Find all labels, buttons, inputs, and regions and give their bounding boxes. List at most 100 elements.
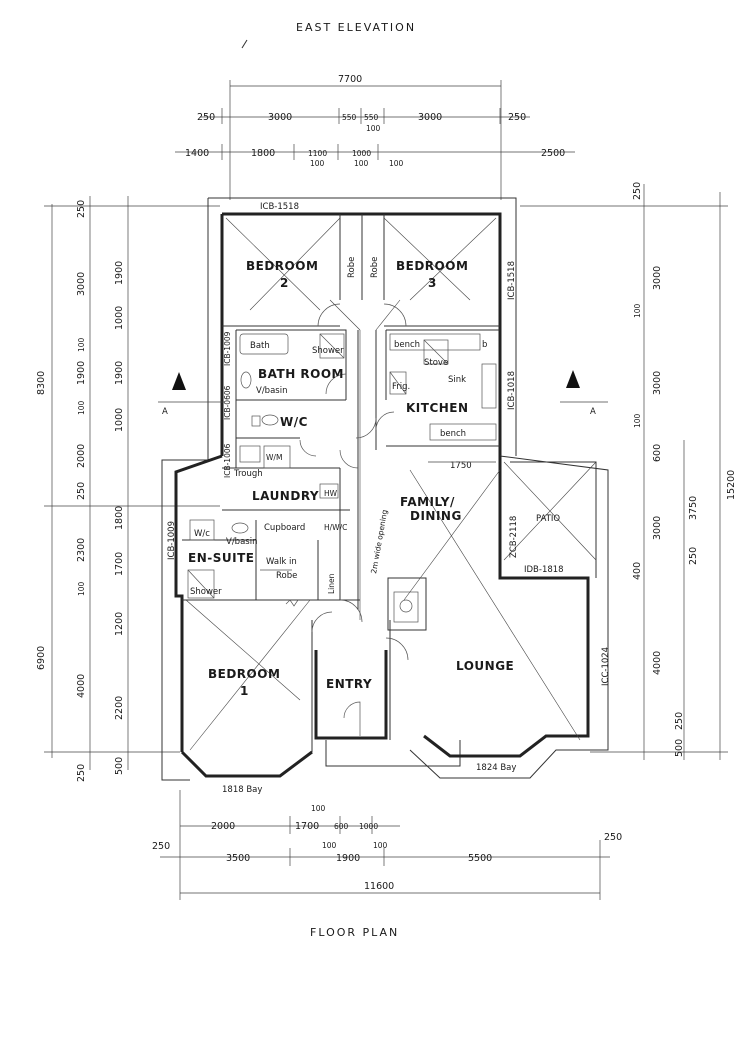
dim-left-o8: 2300 xyxy=(76,538,87,562)
window-idb1818: IDB-1818 xyxy=(524,565,564,575)
dim-right-o3: 100 xyxy=(633,303,642,318)
fixture-linen: Linen xyxy=(327,573,336,594)
fixture-vbasin-ensuite: V/basin xyxy=(226,537,257,547)
fixture-vbasin-bath: V/basin xyxy=(256,386,287,396)
east-elevation-title: EAST ELEVATION xyxy=(296,21,416,34)
window-icb1009-ensuite: ICB-1009 xyxy=(167,521,177,560)
dim-left-o7: 250 xyxy=(76,482,87,500)
fixture-walkin-2: Robe xyxy=(276,571,297,581)
right-dimensions: 15200 250 3000 100 3000 100 600 3000 400… xyxy=(520,182,737,760)
fixture-hw: HW xyxy=(324,489,338,498)
dim-top-r2-f: 100 xyxy=(354,159,369,168)
dim-right-i2: 250 xyxy=(688,547,699,565)
dim-left-i4: 1000 xyxy=(114,408,125,432)
fixture-trough: Trough xyxy=(233,469,263,479)
dim-bottom-r2-e: 250 xyxy=(604,832,622,843)
window-icc1024: ICC-1024 xyxy=(601,647,611,686)
window-icb1518-top: ICB-1518 xyxy=(260,202,299,212)
fixture-wm: W/M xyxy=(266,453,282,462)
dim-left-o3: 100 xyxy=(77,337,86,352)
dim-top-r2-b: 1800 xyxy=(251,148,275,159)
room-wc-label: W/C xyxy=(280,415,308,429)
fixture-cupboard: Cupboard xyxy=(264,523,305,533)
room-entry-label: ENTRY xyxy=(326,677,372,691)
dim-left-o4: 1900 xyxy=(76,361,87,385)
dim-left-o9: 100 xyxy=(77,581,86,596)
fixture-b: b xyxy=(482,340,487,350)
dim-left-overall-lower: 6900 xyxy=(36,646,47,670)
room-laundry-label: LAUNDRY xyxy=(252,489,319,503)
dim-bottom-r1-a: 2000 xyxy=(211,821,235,832)
dim-left-o10: 4000 xyxy=(76,674,87,698)
dim-bottom-overall: 11600 xyxy=(364,881,394,892)
room-kitchen-label: KITCHEN xyxy=(406,401,469,415)
dim-right-o6: 600 xyxy=(652,444,663,462)
dim-bottom-r2-sub-b: 100 xyxy=(373,841,388,850)
fixture-frig: Frig. xyxy=(392,382,410,392)
dim-left-i7: 1200 xyxy=(114,612,125,636)
internal-walls xyxy=(182,214,500,752)
section-label-left: A xyxy=(162,407,168,417)
dim-left-o1: 250 xyxy=(76,200,87,218)
dim-top-r2-g: 100 xyxy=(389,159,404,168)
dim-left-i3: 1900 xyxy=(114,361,125,385)
fixture-sink: Sink xyxy=(448,375,466,385)
door-swings xyxy=(299,303,409,736)
dim-right-o8: 400 xyxy=(632,562,643,580)
dim-left-o6: 2000 xyxy=(76,444,87,468)
roof-hip-lines xyxy=(185,217,597,751)
dim-bottom-r2-a: 250 xyxy=(152,841,170,852)
dim-top-r1-e: 3000 xyxy=(418,112,442,123)
room-bathroom-label: BATH ROOM xyxy=(258,367,344,381)
room-family-label: FAMILY/ xyxy=(400,495,455,509)
dim-left-i9: 500 xyxy=(114,757,125,775)
dim-left-o11: 250 xyxy=(76,764,87,782)
section-marker-left: A xyxy=(158,372,224,417)
window-bay1818: 1818 Bay xyxy=(222,785,262,795)
fixture-hwc: H/W/C xyxy=(324,523,347,532)
dim-left-i5: 1800 xyxy=(114,506,125,530)
dim-right-o11: 500 xyxy=(674,739,685,757)
room-bedroom1-label: BEDROOM xyxy=(208,667,280,681)
fixture-outlines xyxy=(187,333,497,607)
dim-right-o2: 3000 xyxy=(652,266,663,290)
dim-right-o1: 250 xyxy=(632,182,643,200)
dim-left-overall-upper: 8300 xyxy=(36,371,47,395)
room-bedroom1-number: 1 xyxy=(240,684,249,698)
dim-bottom-r1-sub: 100 xyxy=(311,804,326,813)
dim-left-i2: 1000 xyxy=(114,306,125,330)
dim-top-r1-b: 3000 xyxy=(268,112,292,123)
dim-top-r2-d: 1000 xyxy=(352,149,371,158)
dim-right-o5: 100 xyxy=(633,413,642,428)
top-dimensions: 7700 250 3000 550 550 3000 250 100 1400 … xyxy=(175,74,575,200)
room-bedroom2-label: BEDROOM xyxy=(246,259,318,273)
fixture-stove: Stove xyxy=(424,358,448,368)
section-label-right: A xyxy=(590,407,596,417)
dim-top-r1-a: 250 xyxy=(197,112,215,123)
dim-left-o5: 100 xyxy=(77,400,86,415)
dim-bottom-r2-sub-a: 100 xyxy=(322,841,337,850)
dim-top-r1-d: 550 xyxy=(364,113,379,122)
fixture-opening: 2m wide opening xyxy=(369,509,389,575)
dim-top-patio: 2500 xyxy=(541,148,565,159)
fixture-bench-top: bench xyxy=(394,340,420,350)
room-dining-label: DINING xyxy=(410,509,462,523)
dim-right-o9: 4000 xyxy=(652,651,663,675)
window-bay1824: 1824 Bay xyxy=(476,763,516,773)
fixture-shower-bath: Shower xyxy=(312,346,344,356)
dim-bottom-r1-c: 600 xyxy=(334,822,349,831)
window-icb1518-right: ICB-1518 xyxy=(507,261,517,300)
dim-left-i1: 1900 xyxy=(114,261,125,285)
section-marker-right: A xyxy=(560,370,608,417)
dim-top-r2-e: 100 xyxy=(310,159,325,168)
dim-right-o10: 250 xyxy=(674,712,685,730)
window-zcb2118: ZCB-2118 xyxy=(509,516,519,558)
pen-mark xyxy=(241,39,248,49)
window-icb1018: ICB-1018 xyxy=(507,371,517,410)
dim-right-i1: 3750 xyxy=(688,496,699,520)
floor-plan-title: FLOOR PLAN xyxy=(310,926,399,939)
dim-left-i6: 1700 xyxy=(114,552,125,576)
dim-bottom-r2-d: 5500 xyxy=(468,853,492,864)
fixture-bath: Bath xyxy=(250,341,270,351)
